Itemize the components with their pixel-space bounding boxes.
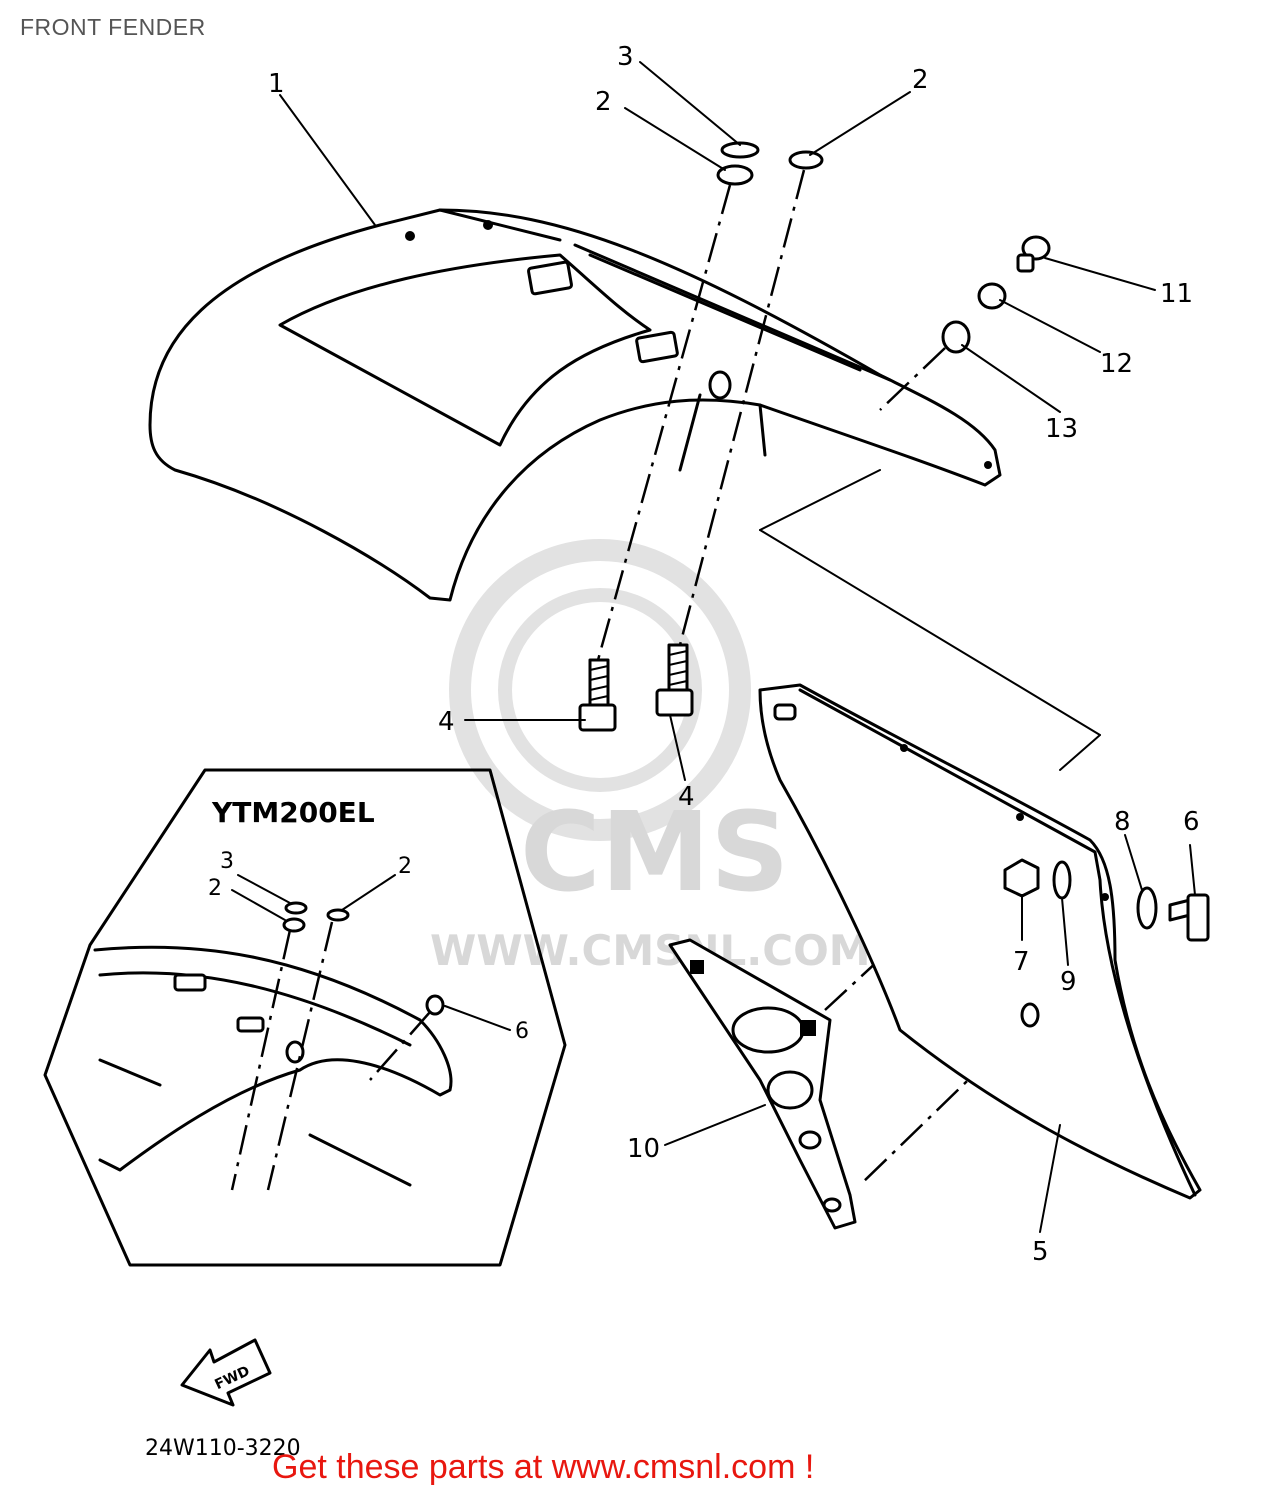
front-fender xyxy=(148,208,1002,602)
watermark-url: WWW.CMSNL.COM xyxy=(430,926,871,975)
bracket xyxy=(668,938,857,1230)
callout-5: 5 xyxy=(1032,1237,1049,1267)
diagram-code: 24W110-3220 xyxy=(145,1436,301,1461)
watermark-brand: CMS xyxy=(520,788,789,916)
callout-11: 11 xyxy=(1160,279,1193,309)
inset-callout-2b: 2 xyxy=(398,854,412,879)
callout-3: 3 xyxy=(617,42,634,72)
callout-1: 1 xyxy=(268,69,285,99)
inset-title: YTM200EL xyxy=(211,796,375,829)
callout-8: 8 xyxy=(1114,807,1131,837)
mud-flap xyxy=(758,683,1202,1200)
inset-panel: YTM200EL 3 2 2 6 xyxy=(43,768,567,1267)
inset-callout-6: 6 xyxy=(515,1019,529,1044)
watermark: CMS WWW.CMSNL.COM xyxy=(430,539,871,975)
hardware-top xyxy=(716,141,1051,354)
callout-7: 7 xyxy=(1013,947,1030,977)
callout-labels: 1 3 2 2 11 12 13 4 4 8 6 7 9 10 5 xyxy=(268,42,1200,1267)
inset-callout-3: 3 xyxy=(220,849,234,874)
callout-13: 13 xyxy=(1045,414,1078,444)
callout-6: 6 xyxy=(1183,807,1200,837)
fwd-arrow-icon: FWD xyxy=(180,1338,272,1407)
callout-2b: 2 xyxy=(912,65,929,95)
callout-4a: 4 xyxy=(438,707,455,737)
callout-2a: 2 xyxy=(595,87,612,117)
inset-callout-2a: 2 xyxy=(208,876,222,901)
callout-9: 9 xyxy=(1060,967,1077,997)
page-title: FRONT FENDER xyxy=(20,14,206,40)
leader-lines xyxy=(279,61,1196,1233)
callout-4b: 4 xyxy=(678,782,695,812)
hardware-side xyxy=(1003,858,1210,1028)
callout-10: 10 xyxy=(627,1134,660,1164)
footer-shop-link[interactable]: Get these parts at www.cmsnl.com ! xyxy=(272,1448,815,1486)
callout-12: 12 xyxy=(1100,349,1133,379)
bolts xyxy=(578,643,694,732)
